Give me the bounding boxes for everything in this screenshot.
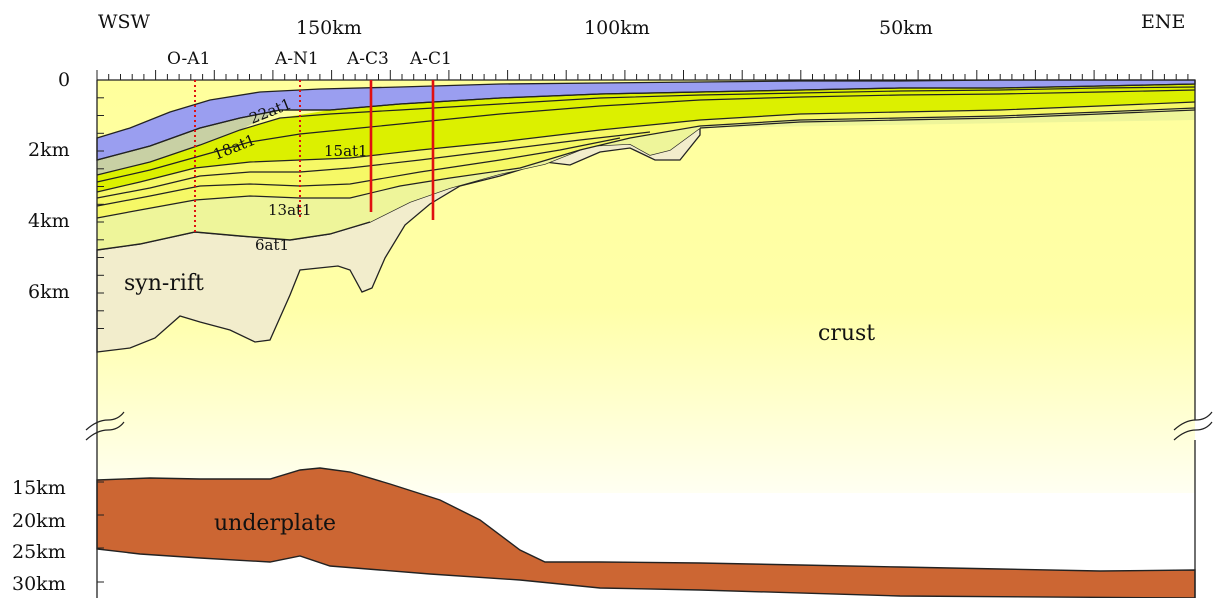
horizon-label-15at1: 15at1 xyxy=(324,142,368,160)
axis-break-left xyxy=(85,411,125,441)
grey-sediment-strip xyxy=(97,110,280,175)
well-label-A-C1: A-C1 xyxy=(409,49,452,69)
distance-label-100km: 100km xyxy=(584,17,650,39)
well-label-A-C3: A-C3 xyxy=(346,49,389,69)
direction-right-label: ENE xyxy=(1141,11,1185,33)
well-label-A-N1: A-N1 xyxy=(274,49,319,69)
unit-label-underplate: underplate xyxy=(214,511,336,536)
depth-label-6km: 6km xyxy=(28,281,70,303)
horizon-label-13at1: 13at1 xyxy=(268,201,312,219)
axis-break-right xyxy=(1173,411,1213,441)
depth-label-2km: 2km xyxy=(28,139,70,161)
distance-label-50km: 50km xyxy=(879,17,933,39)
crust-top-line xyxy=(96,221,371,251)
unit-label-crust: crust xyxy=(818,321,875,346)
depth-label-25km: 25km xyxy=(12,541,66,563)
depth-label-20km: 20km xyxy=(12,510,66,532)
unit-label-synrift: syn-rift xyxy=(124,271,204,296)
well-label-O-A1: O-A1 xyxy=(167,49,210,69)
depth-label-0: 0 xyxy=(58,69,70,91)
underplate-body xyxy=(96,467,1196,598)
horizon-lines xyxy=(96,83,1196,219)
x-ticks xyxy=(96,70,1189,80)
horizon-label-6at1: 6at1 xyxy=(255,236,289,254)
direction-left-label: WSW xyxy=(98,11,151,33)
depth-label-15km: 15km xyxy=(12,477,66,499)
old-sediments xyxy=(97,108,1195,250)
depth-label-4km: 4km xyxy=(28,210,70,232)
y-ticks xyxy=(97,79,104,583)
distance-label-150km: 150km xyxy=(296,17,362,39)
depth-label-30km: 30km xyxy=(12,573,66,595)
